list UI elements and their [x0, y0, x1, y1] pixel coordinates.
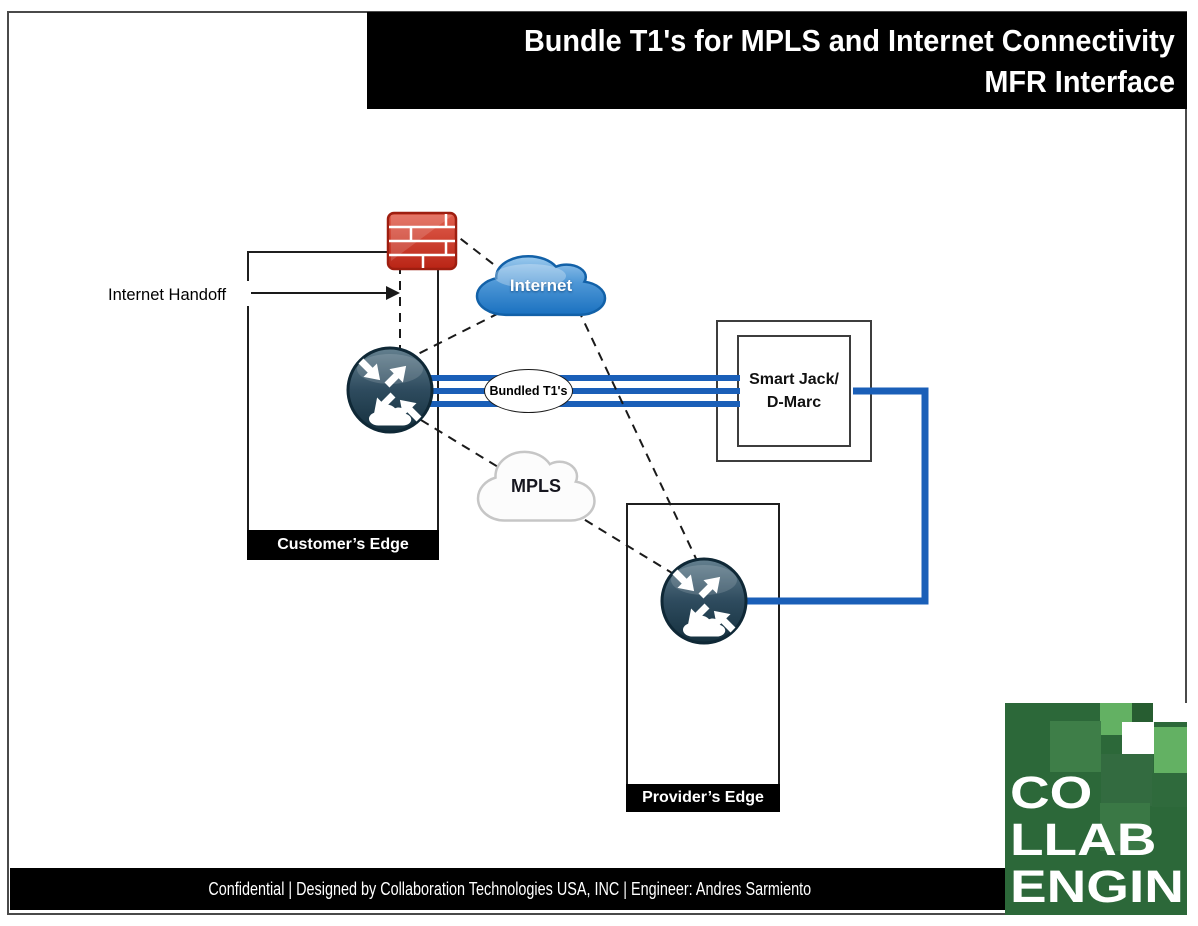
- logo-mosaic-square: [1100, 803, 1150, 851]
- page-title-line1: Bundle T1's for MPLS and Internet Connec…: [524, 22, 1175, 58]
- link-internet-to-provider: [577, 308, 701, 568]
- title-block: Bundle T1's for MPLS and Internet Connec…: [367, 12, 1187, 109]
- provider-edge-box: Provider’s Edge: [626, 503, 780, 812]
- internet-handoff-arrowhead: [386, 286, 400, 300]
- collab-engine-logo: CO LLAB ENGIN: [1005, 703, 1187, 915]
- logo-mosaic-square: [1132, 703, 1153, 722]
- logo-line2: LLAB: [1010, 814, 1157, 865]
- logo-text: CO LLAB ENGIN: [1010, 769, 1184, 910]
- link-firewall-to-internet: [447, 228, 498, 268]
- logo-mosaic-square: [1122, 722, 1154, 754]
- customer-edge-label: Customer’s Edge: [247, 530, 439, 560]
- border-gap-mask: [243, 281, 251, 306]
- logo-line3: ENGIN: [1010, 861, 1184, 912]
- internet-cloud-icon: [476, 255, 606, 316]
- link-internet-to-router: [413, 312, 500, 357]
- logo-mosaic-square: [1153, 703, 1187, 722]
- logo-mosaic-square: [1154, 727, 1187, 773]
- page-title-line2: MFR Interface: [984, 63, 1175, 99]
- customer-edge-box: Customer’s Edge: [247, 251, 439, 560]
- mpls-cloud-label: MPLS: [510, 475, 561, 496]
- smartjack-to-provider-link: [741, 387, 929, 605]
- provider-router-icon: [662, 559, 746, 643]
- internet-handoff-label: Internet Handoff: [108, 286, 227, 304]
- logo-line1: CO: [1010, 767, 1093, 818]
- smart-jack-label-line1: Smart Jack/: [749, 371, 839, 388]
- logo-mosaic-square: [1152, 773, 1187, 807]
- logo-mosaic-square: [1050, 721, 1101, 772]
- footer-bar: Confidential | Designed by Collaboration…: [10, 868, 1010, 910]
- bundled-t1s-callout: Bundled T1's: [484, 369, 573, 413]
- logo-mosaic-square: [1101, 754, 1153, 806]
- smart-jack-label-line2: D-Marc: [766, 394, 822, 411]
- firewall-icon: [386, 211, 458, 271]
- customer-router-icon: [348, 348, 432, 432]
- internet-cloud-label: Internet: [509, 276, 573, 295]
- provider-edge-label: Provider’s Edge: [626, 784, 780, 812]
- footer-text: Confidential | Designed by Collaboration…: [208, 878, 812, 899]
